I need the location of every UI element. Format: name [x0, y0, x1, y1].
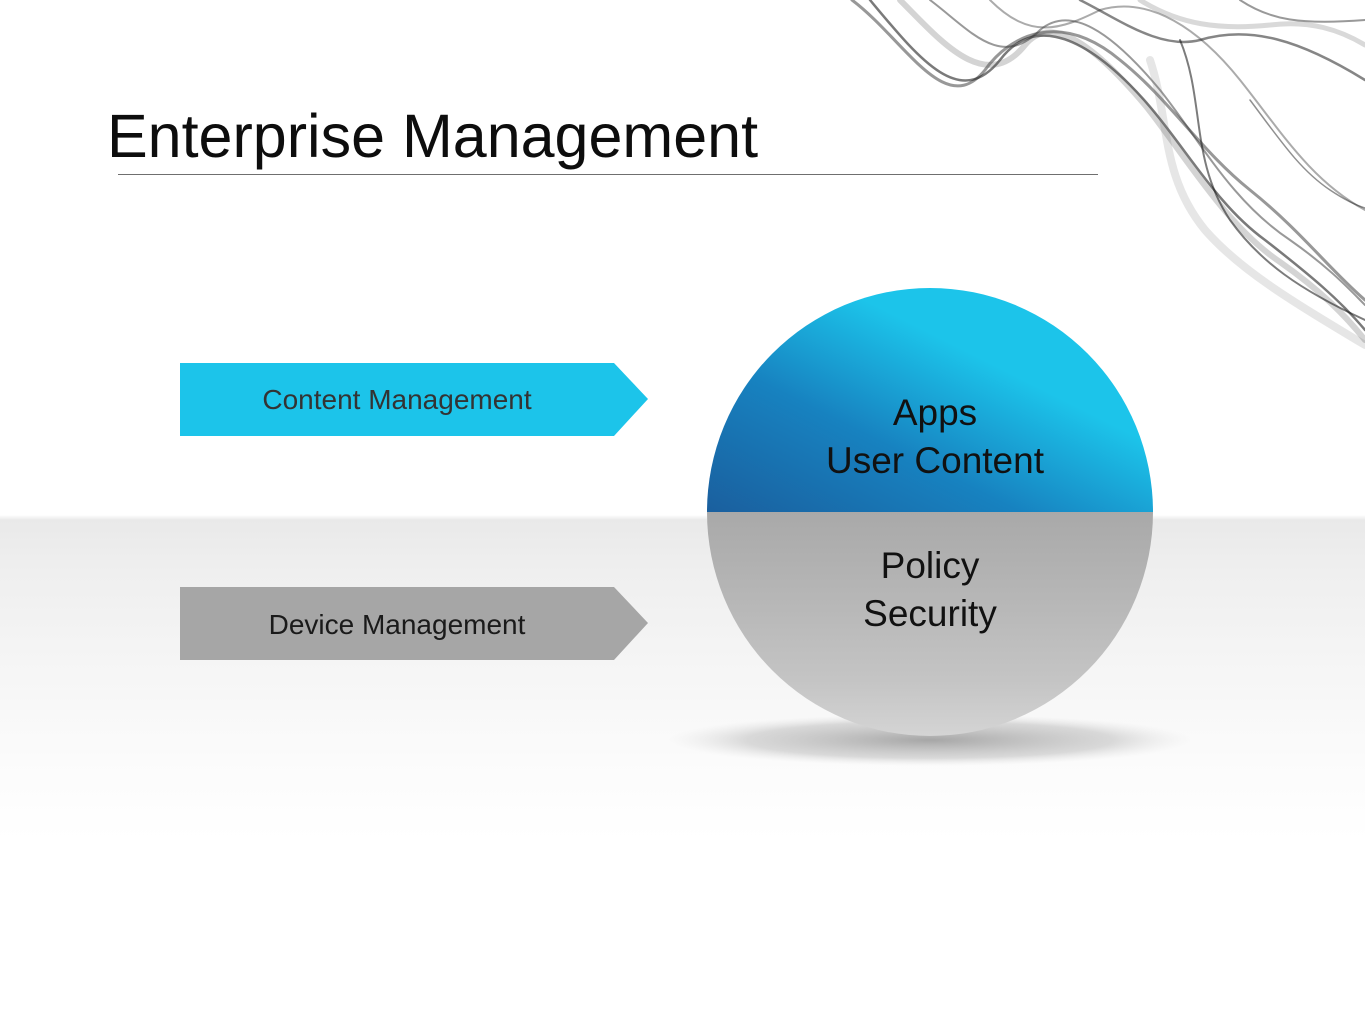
device-management-arrow: Device Management [180, 587, 648, 660]
content-management-label: Content Management [262, 384, 532, 415]
device-management-arrow-shape [180, 587, 648, 660]
content-management-arrow: Content Management [180, 363, 648, 436]
sphere-bottom-line-1: Policy [881, 545, 980, 586]
sphere-shadow [668, 714, 1192, 766]
slide-title: Enterprise Management [107, 102, 759, 170]
content-management-arrow-shape [180, 363, 648, 436]
sphere-top-half [707, 288, 1153, 512]
sphere-top-line-1: Apps [893, 392, 977, 433]
title-divider [118, 174, 1098, 175]
sphere-bottom-line-2: Security [863, 593, 997, 634]
sphere-bottom-half [707, 512, 1153, 736]
device-management-label: Device Management [269, 609, 526, 640]
sphere-top-line-2: User Content [826, 440, 1045, 481]
